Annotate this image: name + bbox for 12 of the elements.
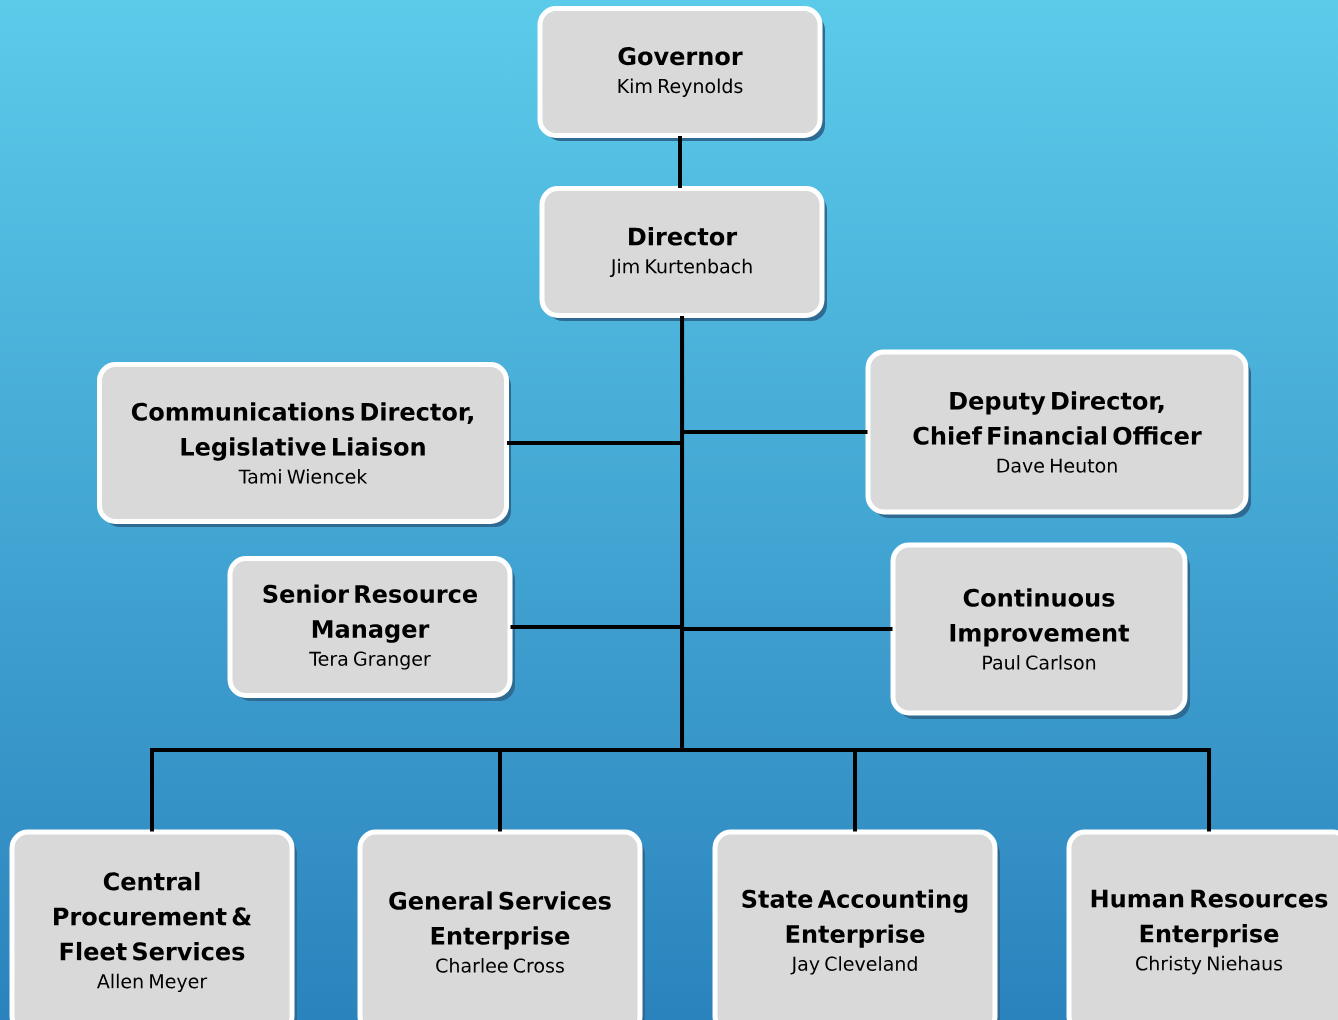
org-box: Continuous Improvement Paul Carlson [890, 542, 1190, 719]
org-box: General Services Enterprise Charlee Cross [357, 829, 645, 1020]
org-box: State Accounting Enterprise Jay Cleveland [712, 829, 1000, 1020]
org-box: Director Jim Kurtenbach [539, 186, 827, 321]
org-box: Central Procurement & Fleet Services Allen Meyer [9, 829, 297, 1020]
org-box: Governor Kim Reynolds [537, 6, 825, 141]
org-box: Human Resources Enterprise Christy Niehaus [1066, 829, 1338, 1020]
connector-line [680, 316, 1211, 832]
connector-line [678, 136, 682, 188]
org-box: Communications Director, Legislative Liaison Tami Wiencek [97, 362, 511, 527]
org-box: Senior Resource Manager Tera Granger [227, 556, 515, 701]
org-box: Deputy Director, Chief Financial Officer Dave Heuton [865, 349, 1251, 518]
